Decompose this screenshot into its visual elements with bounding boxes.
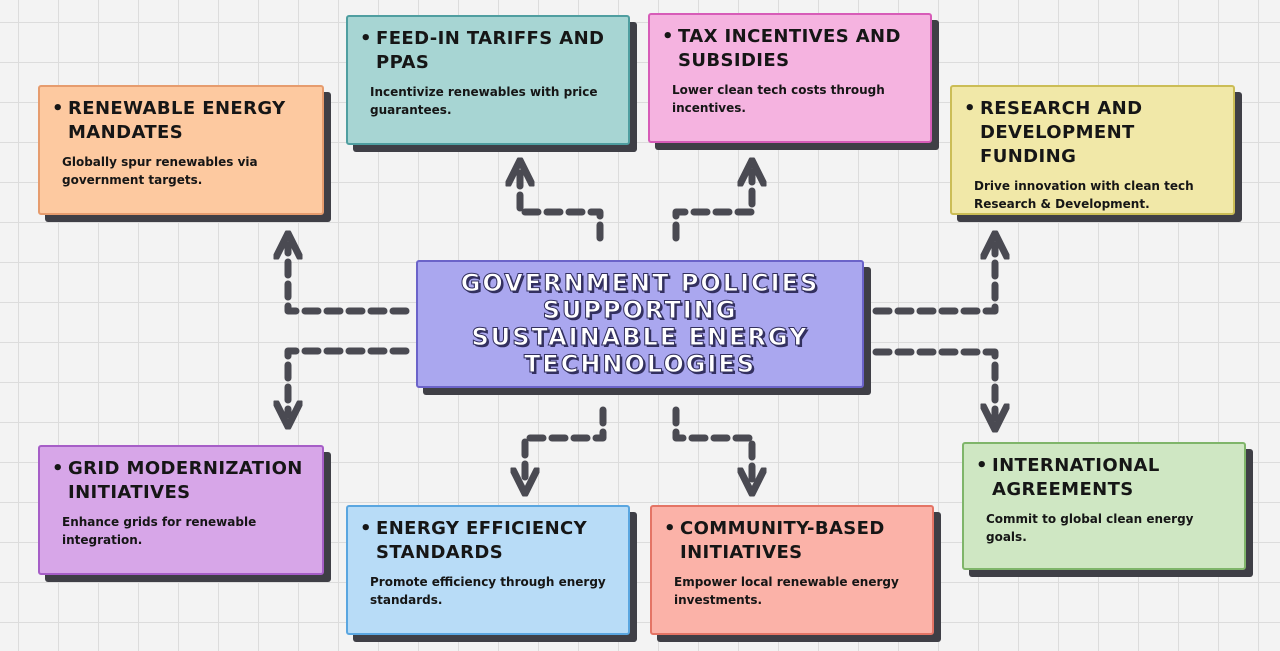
policy-description: Lower clean tech costs through incentive… [672,83,885,115]
policy-card-community-based: COMMUNITY-BASED INITIATIVES Empower loca… [650,505,934,635]
central-topic-box: GOVERNMENT POLICIES SUPPORTING SUSTAINAB… [416,260,864,388]
policy-card-renewable-mandates: RENEWABLE ENERGY MANDATES Globally spur … [38,85,324,215]
policy-title: TAX INCENTIVES AND SUBSIDIES [662,25,916,73]
policy-description: Enhance grids for renewable integration. [62,515,257,547]
arrow-to-renewable-mandates [288,245,410,315]
arrow-to-energy-efficiency [525,406,607,482]
policy-description: Globally spur renewables via government … [62,155,258,187]
policy-card-energy-efficiency: ENERGY EFFICIENCY STANDARDS Promote effi… [346,505,630,635]
central-topic-title: GOVERNMENT POLICIES SUPPORTING SUSTAINAB… [460,269,820,378]
policy-card-grid-modernization: GRID MODERNIZATION INITIATIVES Enhance g… [38,445,324,575]
arrow-to-grid-modernization [288,347,410,415]
arrow-to-feed-in-tariffs [520,172,604,242]
policy-card-research-development: RESEARCH AND DEVELOPMENT FUNDING Drive i… [950,85,1235,215]
policy-title: RENEWABLE ENERGY MANDATES [52,97,308,145]
policy-title: INTERNATIONAL AGREEMENTS [976,454,1230,502]
policy-description: Commit to global clean energy goals. [986,512,1194,544]
policy-card-tax-incentives: TAX INCENTIVES AND SUBSIDIES Lower clean… [648,13,932,143]
arrow-to-international-agreements [872,348,995,418]
policy-title: GRID MODERNIZATION INITIATIVES [52,457,308,505]
policy-title: FEED-IN TARIFFS AND PPAS [360,27,614,75]
policy-description: Empower local renewable energy investmen… [674,575,899,607]
policy-title: ENERGY EFFICIENCY STANDARDS [360,517,614,565]
arrow-to-community-based [672,406,752,482]
policy-title: COMMUNITY-BASED INITIATIVES [664,517,918,565]
arrow-to-tax-incentives [672,172,752,242]
arrow-to-research-development [872,245,995,315]
policy-title: RESEARCH AND DEVELOPMENT FUNDING [964,97,1219,169]
policy-description: Incentivize renewables with price guaran… [370,85,598,117]
policy-description: Drive innovation with clean tech Researc… [974,179,1194,211]
policy-card-feed-in-tariffs: FEED-IN TARIFFS AND PPAS Incentivize ren… [346,15,630,145]
policy-card-international-agreements: INTERNATIONAL AGREEMENTS Commit to globa… [962,442,1246,570]
policy-description: Promote efficiency through energy standa… [370,575,606,607]
